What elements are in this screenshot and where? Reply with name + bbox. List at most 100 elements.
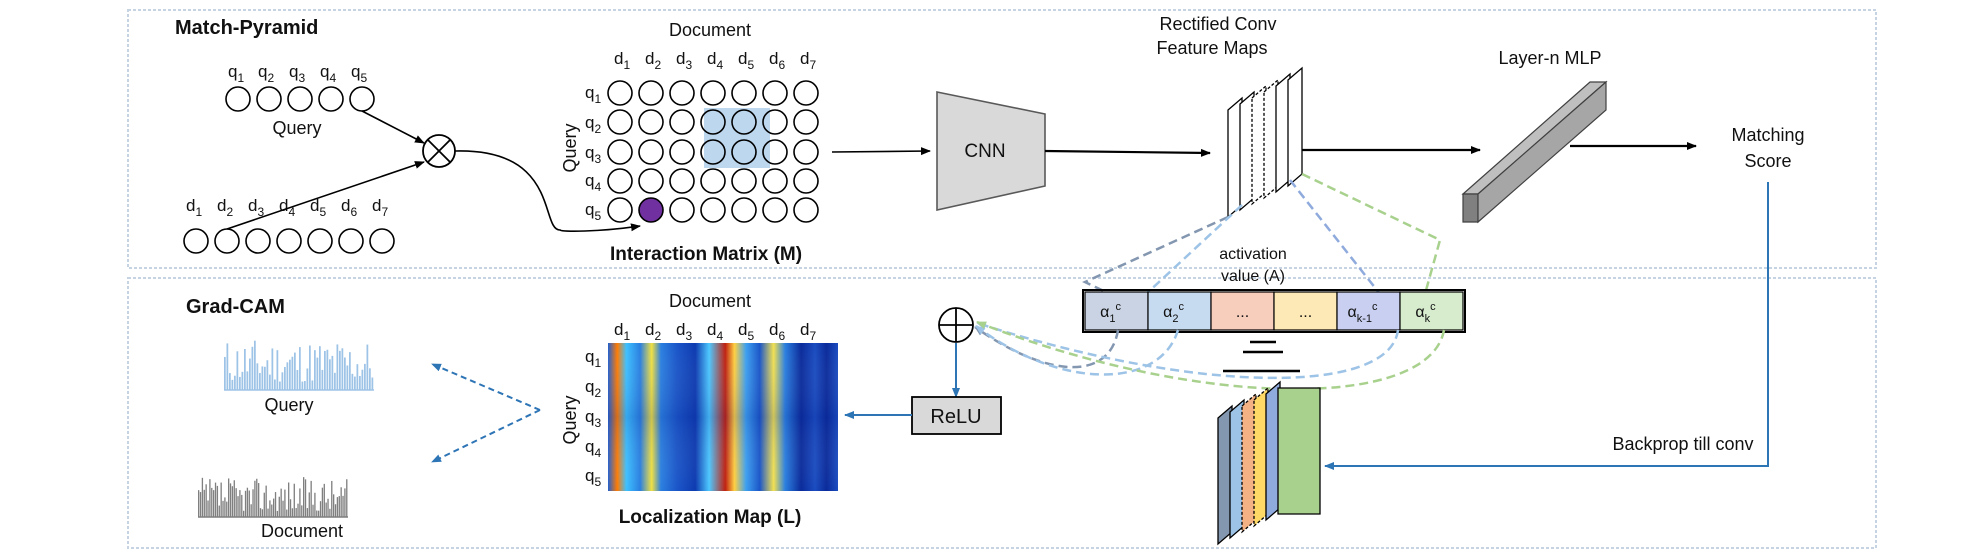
- histogram-bar: [271, 348, 274, 390]
- alpha-cell-label: α2c: [1163, 301, 1184, 325]
- histogram-bar: [279, 381, 281, 390]
- matrix-query-2: q2: [585, 113, 601, 136]
- feature-maps-label-1: Rectified Conv: [1159, 14, 1276, 34]
- fm-to-alphak1-dashed: [1289, 179, 1381, 295]
- bottom-title: Grad-CAM: [186, 296, 285, 318]
- histogram-bar: [331, 480, 333, 517]
- matrix-cell: [762, 139, 788, 165]
- matrix-cell: [731, 109, 757, 135]
- matrix-cell: [607, 197, 633, 223]
- histogram-bar: [273, 498, 275, 517]
- histogram-bar: [354, 376, 356, 390]
- matrix-doc-1: d1: [614, 49, 630, 72]
- alpha-cell-label: ...: [1299, 304, 1312, 321]
- map-caption: Localization Map (L): [619, 507, 802, 528]
- alpha-cell: [1399, 291, 1464, 331]
- matrix-cell: [793, 168, 819, 194]
- histogram-bar: [301, 505, 303, 517]
- query-token-4: q4: [320, 62, 336, 85]
- matrix-cell: [793, 197, 819, 223]
- alphak1-to-sum-arrow: [976, 321, 1400, 380]
- histogram-bar: [331, 355, 334, 390]
- matrix-cell: [793, 139, 819, 165]
- histogram-bar: [220, 482, 222, 517]
- matrix-cell: [638, 139, 664, 165]
- histogram-bar: [239, 376, 241, 390]
- histogram-bar: [256, 363, 259, 390]
- matrix-query-4: q4: [585, 171, 601, 194]
- histogram-bar: [346, 479, 348, 517]
- histogram-bar: [339, 350, 341, 390]
- query-token-3: q3: [289, 62, 305, 85]
- histogram-bar: [213, 490, 215, 517]
- matrix-doc-4: d4: [707, 49, 723, 72]
- mlp-block: [1461, 80, 1608, 224]
- histogram-bar: [303, 477, 305, 517]
- histogram-bar: [199, 492, 202, 517]
- histogram-bar: [259, 508, 262, 517]
- histogram-bar: [222, 500, 224, 517]
- gradcam-feature-maps-stack: [1217, 380, 1321, 546]
- histogram-bar: [226, 501, 228, 517]
- histogram-bar: [326, 349, 329, 390]
- histogram-bar: [311, 380, 314, 390]
- matrix-cell: [638, 168, 664, 194]
- matrix-query-side-label: Query: [560, 123, 580, 172]
- histogram-bar: [261, 509, 264, 517]
- histogram-bar: [235, 488, 237, 517]
- alpha-cell: [1210, 291, 1275, 331]
- histogram-bar: [346, 365, 349, 390]
- map-to-doc-hist-arrow: [431, 409, 541, 463]
- histogram-bar: [254, 340, 256, 390]
- histogram-bar: [310, 480, 312, 517]
- backprop-label: Backprop till conv: [1612, 434, 1753, 454]
- doc-hist-label: Document: [261, 521, 343, 541]
- matrix-cell: [731, 168, 757, 194]
- alpha-row-border: [1082, 289, 1466, 333]
- histogram-bar: [284, 489, 286, 517]
- histogram-bar: [218, 505, 220, 517]
- histogram-bar: [333, 494, 335, 517]
- histogram-bar: [282, 500, 284, 517]
- matrix-cell: [731, 139, 757, 165]
- alpha-cell: [1336, 291, 1401, 331]
- histogram-bar: [297, 503, 299, 517]
- map-doc-6: d6: [769, 320, 785, 343]
- alpha-cell-label: α1c: [1100, 301, 1121, 325]
- histogram-bar: [294, 352, 296, 390]
- histogram-bar: [324, 350, 326, 390]
- query-label: Query: [272, 118, 321, 138]
- histogram-bar: [207, 500, 209, 517]
- histogram-bar: [205, 484, 207, 517]
- localization-heatmap: [608, 343, 838, 491]
- query-token-labels: q1 q2 q3 q4 q5: [228, 62, 367, 85]
- histogram-bar: [296, 370, 299, 390]
- histogram-bar: [356, 364, 359, 390]
- histogram-bar: [250, 504, 252, 517]
- doc-token-6: d6: [341, 196, 357, 219]
- histogram-bar: [334, 372, 336, 390]
- histogram-bar: [203, 489, 205, 517]
- doc-token-1: d1: [186, 196, 202, 219]
- matrix-cell-selected: [638, 197, 664, 223]
- matrix-doc-7: d7: [800, 49, 816, 72]
- map-doc-5: d5: [738, 320, 754, 343]
- matrix-cell: [669, 80, 695, 106]
- histogram-bar: [276, 510, 279, 517]
- histogram-bar: [301, 381, 304, 390]
- matrix-cell: [607, 139, 633, 165]
- histogram-bar: [258, 483, 260, 517]
- histogram-bar: [340, 487, 342, 517]
- matrix-cell: [793, 109, 819, 135]
- matrix-doc-2: d2: [645, 49, 661, 72]
- histogram-bar: [246, 371, 249, 390]
- query-hist-label: Query: [264, 395, 313, 415]
- doc-token-4: d4: [279, 196, 295, 219]
- histogram-bar: [306, 508, 309, 517]
- histogram-bar: [286, 509, 288, 517]
- histogram-bar: [216, 485, 219, 517]
- matrix-cell: [762, 168, 788, 194]
- doc-token-7: d7: [372, 196, 388, 219]
- matrix-doc-6: d6: [769, 49, 785, 72]
